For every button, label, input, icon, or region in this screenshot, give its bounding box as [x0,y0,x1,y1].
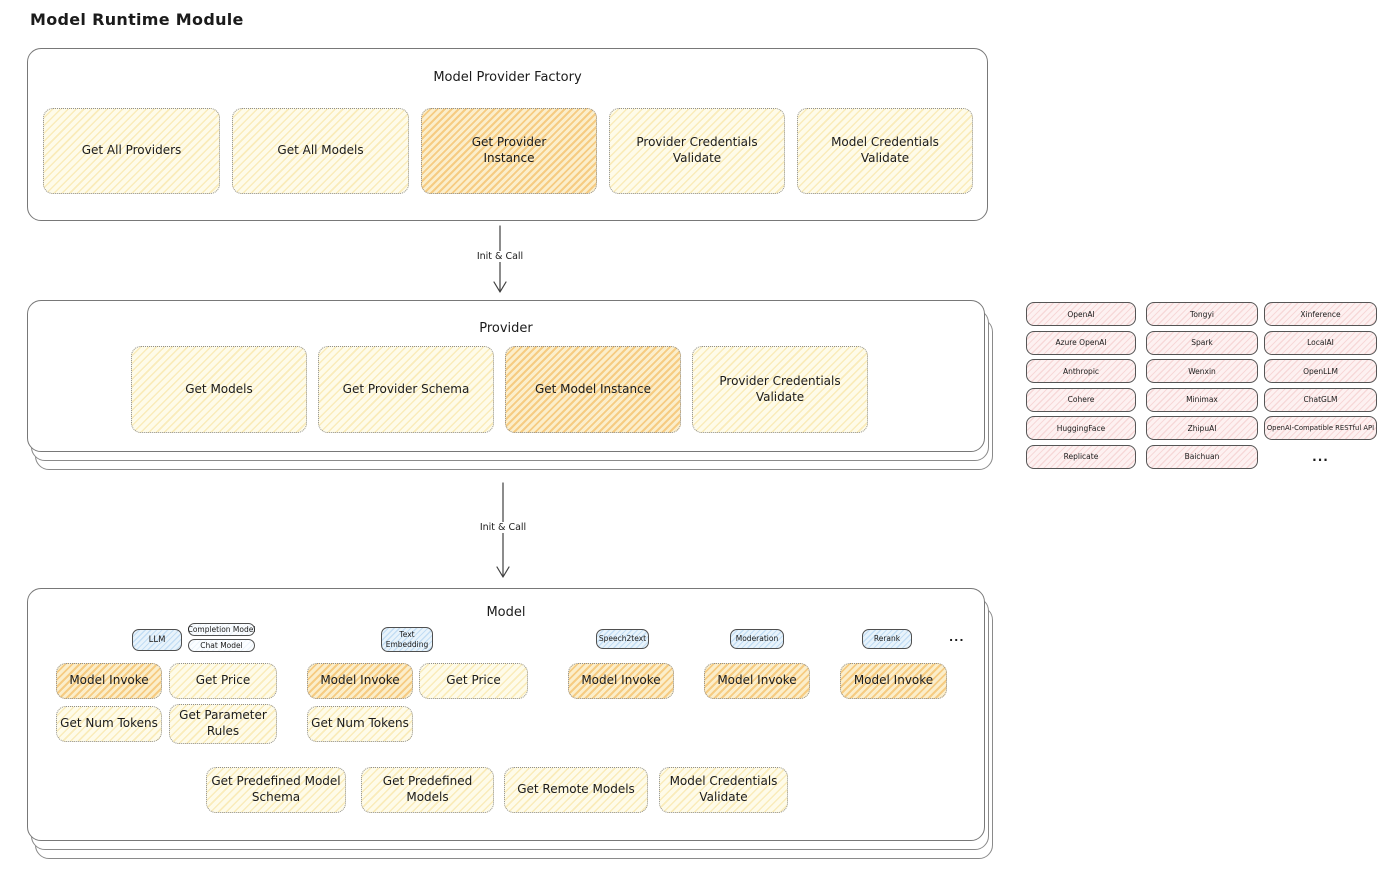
provider-chip-spark: Spark [1146,330,1258,355]
node-llm-get-num-tokens: Get Num Tokens [56,706,162,742]
factory-container: Model Provider Factory Get All Providers… [27,48,988,221]
node-llm-get-price: Get Price [169,663,277,699]
providers-grid-col-2: Tongyi Spark Wenxin Minimax ZhipuAI Baic… [1146,302,1258,469]
provider-chip-chatglm: ChatGLM [1264,387,1377,412]
node-model-credentials-validate-2: Model Credentials Validate [659,767,788,813]
provider-chip-baichuan: Baichuan [1146,444,1258,469]
tag-llm: LLM [132,629,182,651]
model-tags-ellipsis: ... [949,631,965,644]
provider-chip-xinference: Xinference [1264,302,1377,326]
node-get-remote-models: Get Remote Models [504,767,648,813]
tag-moderation: Moderation [730,629,784,649]
node-get-predefined-model-schema: Get Predefined Model Schema [206,767,346,813]
node-embedding-get-price: Get Price [419,663,528,699]
arrow-label-init-call-1: Init & Call [470,251,530,262]
model-container: Model LLM Completion Model Chat Model Te… [27,588,985,841]
provider-chip-tongyi: Tongyi [1146,302,1258,326]
node-provider-credentials-validate-2: Provider Credentials Validate [692,346,868,433]
node-get-model-instance: Get Model Instance [505,346,681,433]
node-llm-get-parameter-rules: Get Parameter Rules [169,704,277,744]
arrow-label-init-call-2: Init & Call [473,522,533,533]
provider-chip-minimax: Minimax [1146,387,1258,412]
model-title: Model [486,605,526,620]
tag-completion-model: Completion Model [187,623,256,636]
provider-chip-zhipuai: ZhipuAI [1146,416,1258,441]
node-get-provider-schema: Get Provider Schema [318,346,494,433]
node-embedding-get-num-tokens: Get Num Tokens [307,706,413,742]
node-rerank-model-invoke: Model Invoke [840,663,947,699]
provider-title: Provider [479,321,533,336]
provider-chip-cohere: Cohere [1026,387,1136,412]
node-llm-model-invoke: Model Invoke [56,663,162,699]
providers-grid-col-3: Xinference LocalAI OpenLLM ChatGLM OpenA… [1264,302,1377,469]
provider-chip-wenxin: Wenxin [1146,359,1258,384]
page-title: Model Runtime Module [30,10,244,29]
provider-chip-localai: LocalAI [1264,330,1377,355]
node-get-provider-instance: Get Provider Instance [421,108,597,194]
node-get-predefined-models: Get Predefined Models [361,767,494,813]
node-get-all-models: Get All Models [232,108,409,194]
provider-chip-huggingface: HuggingFace [1026,416,1136,441]
provider-container: Provider Get Models Get Provider Schema … [27,300,985,452]
providers-grid-ellipsis: ... [1312,449,1329,464]
provider-chip-azure-openai: Azure OpenAI [1026,330,1136,355]
provider-chip-anthropic: Anthropic [1026,359,1136,384]
providers-grid-col-1: OpenAI Azure OpenAI Anthropic Cohere Hug… [1026,302,1136,469]
provider-chip-replicate: Replicate [1026,444,1136,469]
provider-chip-openai-compatible: OpenAI-Compatible RESTful API [1264,416,1377,441]
node-moderation-model-invoke: Model Invoke [704,663,810,699]
node-speech2text-model-invoke: Model Invoke [568,663,674,699]
tag-rerank: Rerank [862,629,912,649]
node-embedding-model-invoke: Model Invoke [307,663,413,699]
node-provider-credentials-validate: Provider Credentials Validate [609,108,785,194]
tag-text-embedding: Text Embedding [381,627,433,652]
node-get-models: Get Models [131,346,307,433]
tag-chat-model: Chat Model [188,639,255,652]
tag-speech2text: Speech2text [596,629,649,649]
provider-chip-openai: OpenAI [1026,302,1136,326]
node-model-credentials-validate: Model Credentials Validate [797,108,973,194]
factory-title: Model Provider Factory [433,70,582,85]
provider-chip-openllm: OpenLLM [1264,359,1377,384]
node-get-all-providers: Get All Providers [43,108,220,194]
